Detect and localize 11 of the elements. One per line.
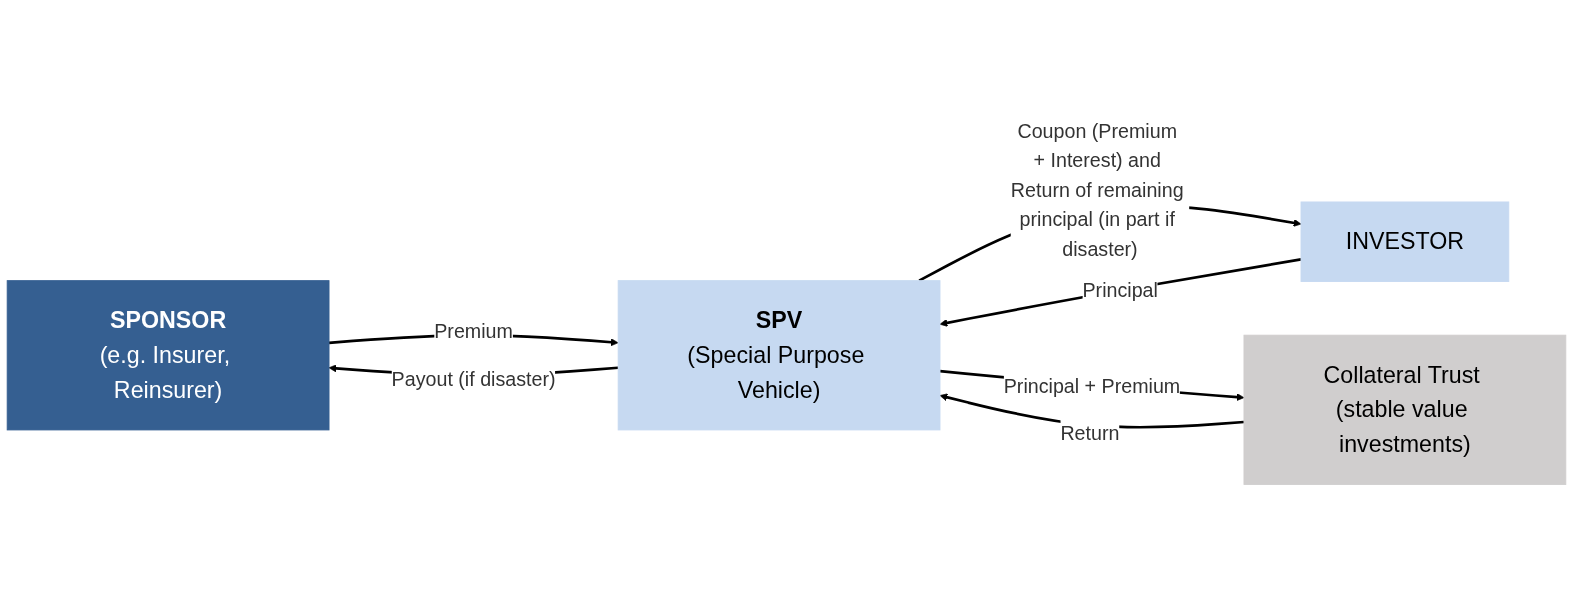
node-box: INVESTOR	[1300, 201, 1510, 283]
edge-label: Principal + Premium	[1003, 375, 1181, 398]
node-box: Collateral Trust (stable value investments)	[1243, 334, 1567, 486]
node-box: SPV (Special Purpose Vehicle)	[617, 280, 941, 431]
arrow	[939, 258, 1302, 327]
edge-label: Coupon (Premium + Interest) and Return of remaining principal (in part if disaster)	[1010, 119, 1184, 261]
edge-label: Return	[1060, 422, 1120, 445]
node-box: SPONSOR (e.g. Insurer, Reinsurer)	[6, 280, 330, 431]
edge-label: Principal	[1082, 279, 1158, 302]
edge-label: Payout (if disaster)	[391, 367, 556, 391]
edge-label: Premium	[434, 320, 513, 343]
